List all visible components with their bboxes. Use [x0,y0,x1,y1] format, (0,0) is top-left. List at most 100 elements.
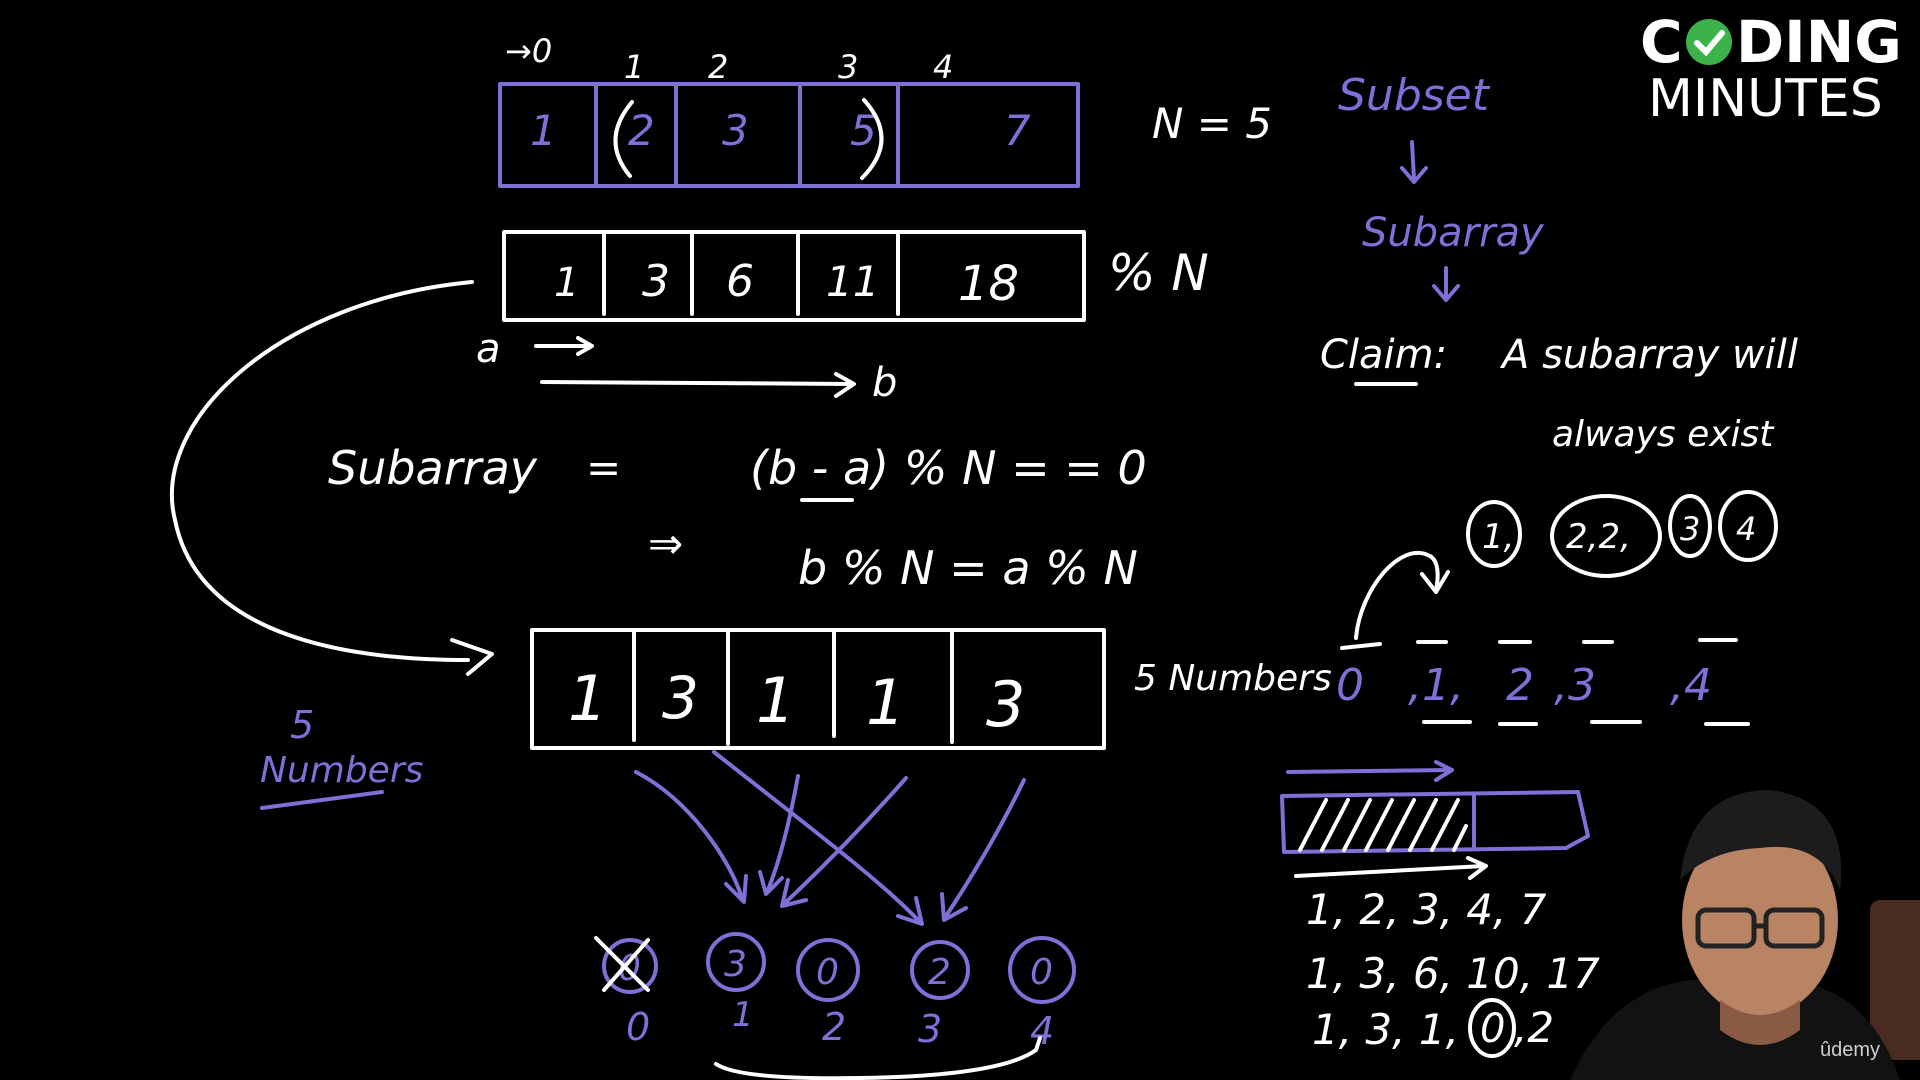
array-cell: 7 [1004,106,1031,155]
arrow-icon [534,336,594,356]
arrow-icon [712,750,924,926]
pointer-a: a [476,326,501,372]
mod-cell: 1 [866,666,905,739]
bucket-circle [1008,936,1076,1004]
arrow-icon [1294,856,1488,880]
mod-array: 1 3 1 1 3 5 Numbers [530,628,1332,750]
check-icon [1686,19,1732,65]
claim-label: Claim: [1320,332,1447,378]
bucket-value: 0 [1030,952,1053,993]
open-paren [613,100,634,178]
array-cell: 1 [530,106,557,155]
five-numbers-label: 5 Numbers [1134,658,1332,699]
prefix-cell: 6 [726,256,754,307]
bucket-value: 3 [724,944,747,985]
n-equals-label: N = 5 [1152,99,1272,148]
bucket-circle [602,938,658,994]
index-3: 3 [838,48,858,86]
bucket-value: 0 [816,952,839,993]
group-label: 2,2, [1566,517,1631,557]
coding-minutes-logo: C DING MINUTES [1640,8,1902,129]
mod-n-label: % N [1108,244,1209,302]
claim-text-2: always exist [1552,414,1775,455]
bucket-index: 2 [822,1005,846,1049]
prefix-cell: 3 [642,256,670,307]
window-diagram [1280,760,1590,880]
down-arrow-icon [1400,140,1428,184]
bucket-circle [796,938,860,1002]
prefix-cell: 11 [826,257,879,306]
group-circle [1718,490,1778,562]
bucket-circle [706,932,766,992]
slot-label: 0 [1336,660,1364,711]
original-array: →0 1 2 3 4 1 2 3 5 7 N = 5 [498,32,1272,188]
mod-cell: 1 [568,662,607,735]
pointer-b: b [872,360,897,406]
mod-cell: 3 [986,668,1025,741]
index-2: 2 [708,48,728,86]
mod-cell: 3 [662,664,699,732]
examples: 1, 2, 3, 4, 7 1, 3, 6, 10, 17 1, 3, 1, 0… [1306,885,1600,1058]
window-box [1280,790,1590,854]
index-4: 4 [933,48,953,86]
buckets: 0 3 0 2 0 0 1 2 3 4 [594,932,1076,1080]
group-circle [1550,494,1662,578]
slot-dash [1340,642,1382,650]
arrow-icon [540,372,856,398]
udemy-watermark: ûdemy [1819,1039,1880,1061]
slot-label: ,1, [1408,660,1464,711]
bucket-value: 2 [928,952,951,993]
curved-arrow-icon [1354,551,1450,640]
presenter-webcam [1570,770,1920,1080]
mod-array-box [530,628,1106,750]
group-label: 4 [1736,510,1756,548]
equations: Subarray = (b - a) % N = = 0 ⇒ b % N = a… [328,441,1147,595]
index-1: 1 [624,48,644,86]
claim-text: A subarray will [1499,332,1798,378]
arrow-icon [1286,760,1454,782]
logo-c: C [1640,8,1683,76]
slot-label: 2 [1506,660,1534,711]
prefix-array-box [502,230,1086,322]
bucket-index: 1 [732,995,754,1035]
prefix-sum-array: 1 3 6 11 18 % N [502,230,1209,322]
equals-sign: = [586,443,621,492]
example-row-1: 1, 2, 3, 4, 7 [1306,885,1547,934]
prefix-cell: 1 [554,260,579,306]
down-arrow-icon [1432,266,1460,302]
example-highlight: 0 [1480,1006,1505,1052]
bucket-index: 4 [1030,1009,1054,1053]
left-note: 5 Numbers [260,703,423,810]
check-mark-icon [1694,30,1725,57]
bucket-circle [910,940,970,1000]
example-row-3: 1, 3, 1, [1312,1005,1459,1054]
prefix-cell: 18 [958,256,1019,312]
equation-2: b % N = a % N [798,541,1138,595]
left-note-5: 5 [290,703,314,747]
mapping-arrows [634,750,1026,926]
slot-label: ,4 [1670,660,1712,711]
index-0: →0 [505,32,552,70]
subarray-word: Subarray [328,441,538,495]
group-circle [1668,494,1712,558]
example-row-2: 1, 3, 6, 10, 17 [1306,949,1600,998]
array-cell: 3 [722,106,749,155]
example-row-3-end: ,2 [1514,1003,1554,1052]
arrow-icon [940,778,1026,922]
bucket-index: 0 [626,1005,650,1049]
logo-ding: DING [1736,8,1902,76]
underline [260,790,384,810]
subset-word: Subset [1338,70,1491,121]
mod-cell: 1 [756,664,795,737]
presenter-icon [1570,790,1920,1080]
arrow-icon [758,774,800,896]
group-label: 3 [1680,510,1700,548]
original-array-box [498,82,1080,188]
right-notes: Subset Subarray Claim: A subarray will a… [1320,70,1798,726]
brace [714,1036,1042,1080]
hatch-lines [1298,798,1468,852]
subarray-word: Subarray [1362,210,1545,256]
array-cell: 2 [628,106,655,155]
